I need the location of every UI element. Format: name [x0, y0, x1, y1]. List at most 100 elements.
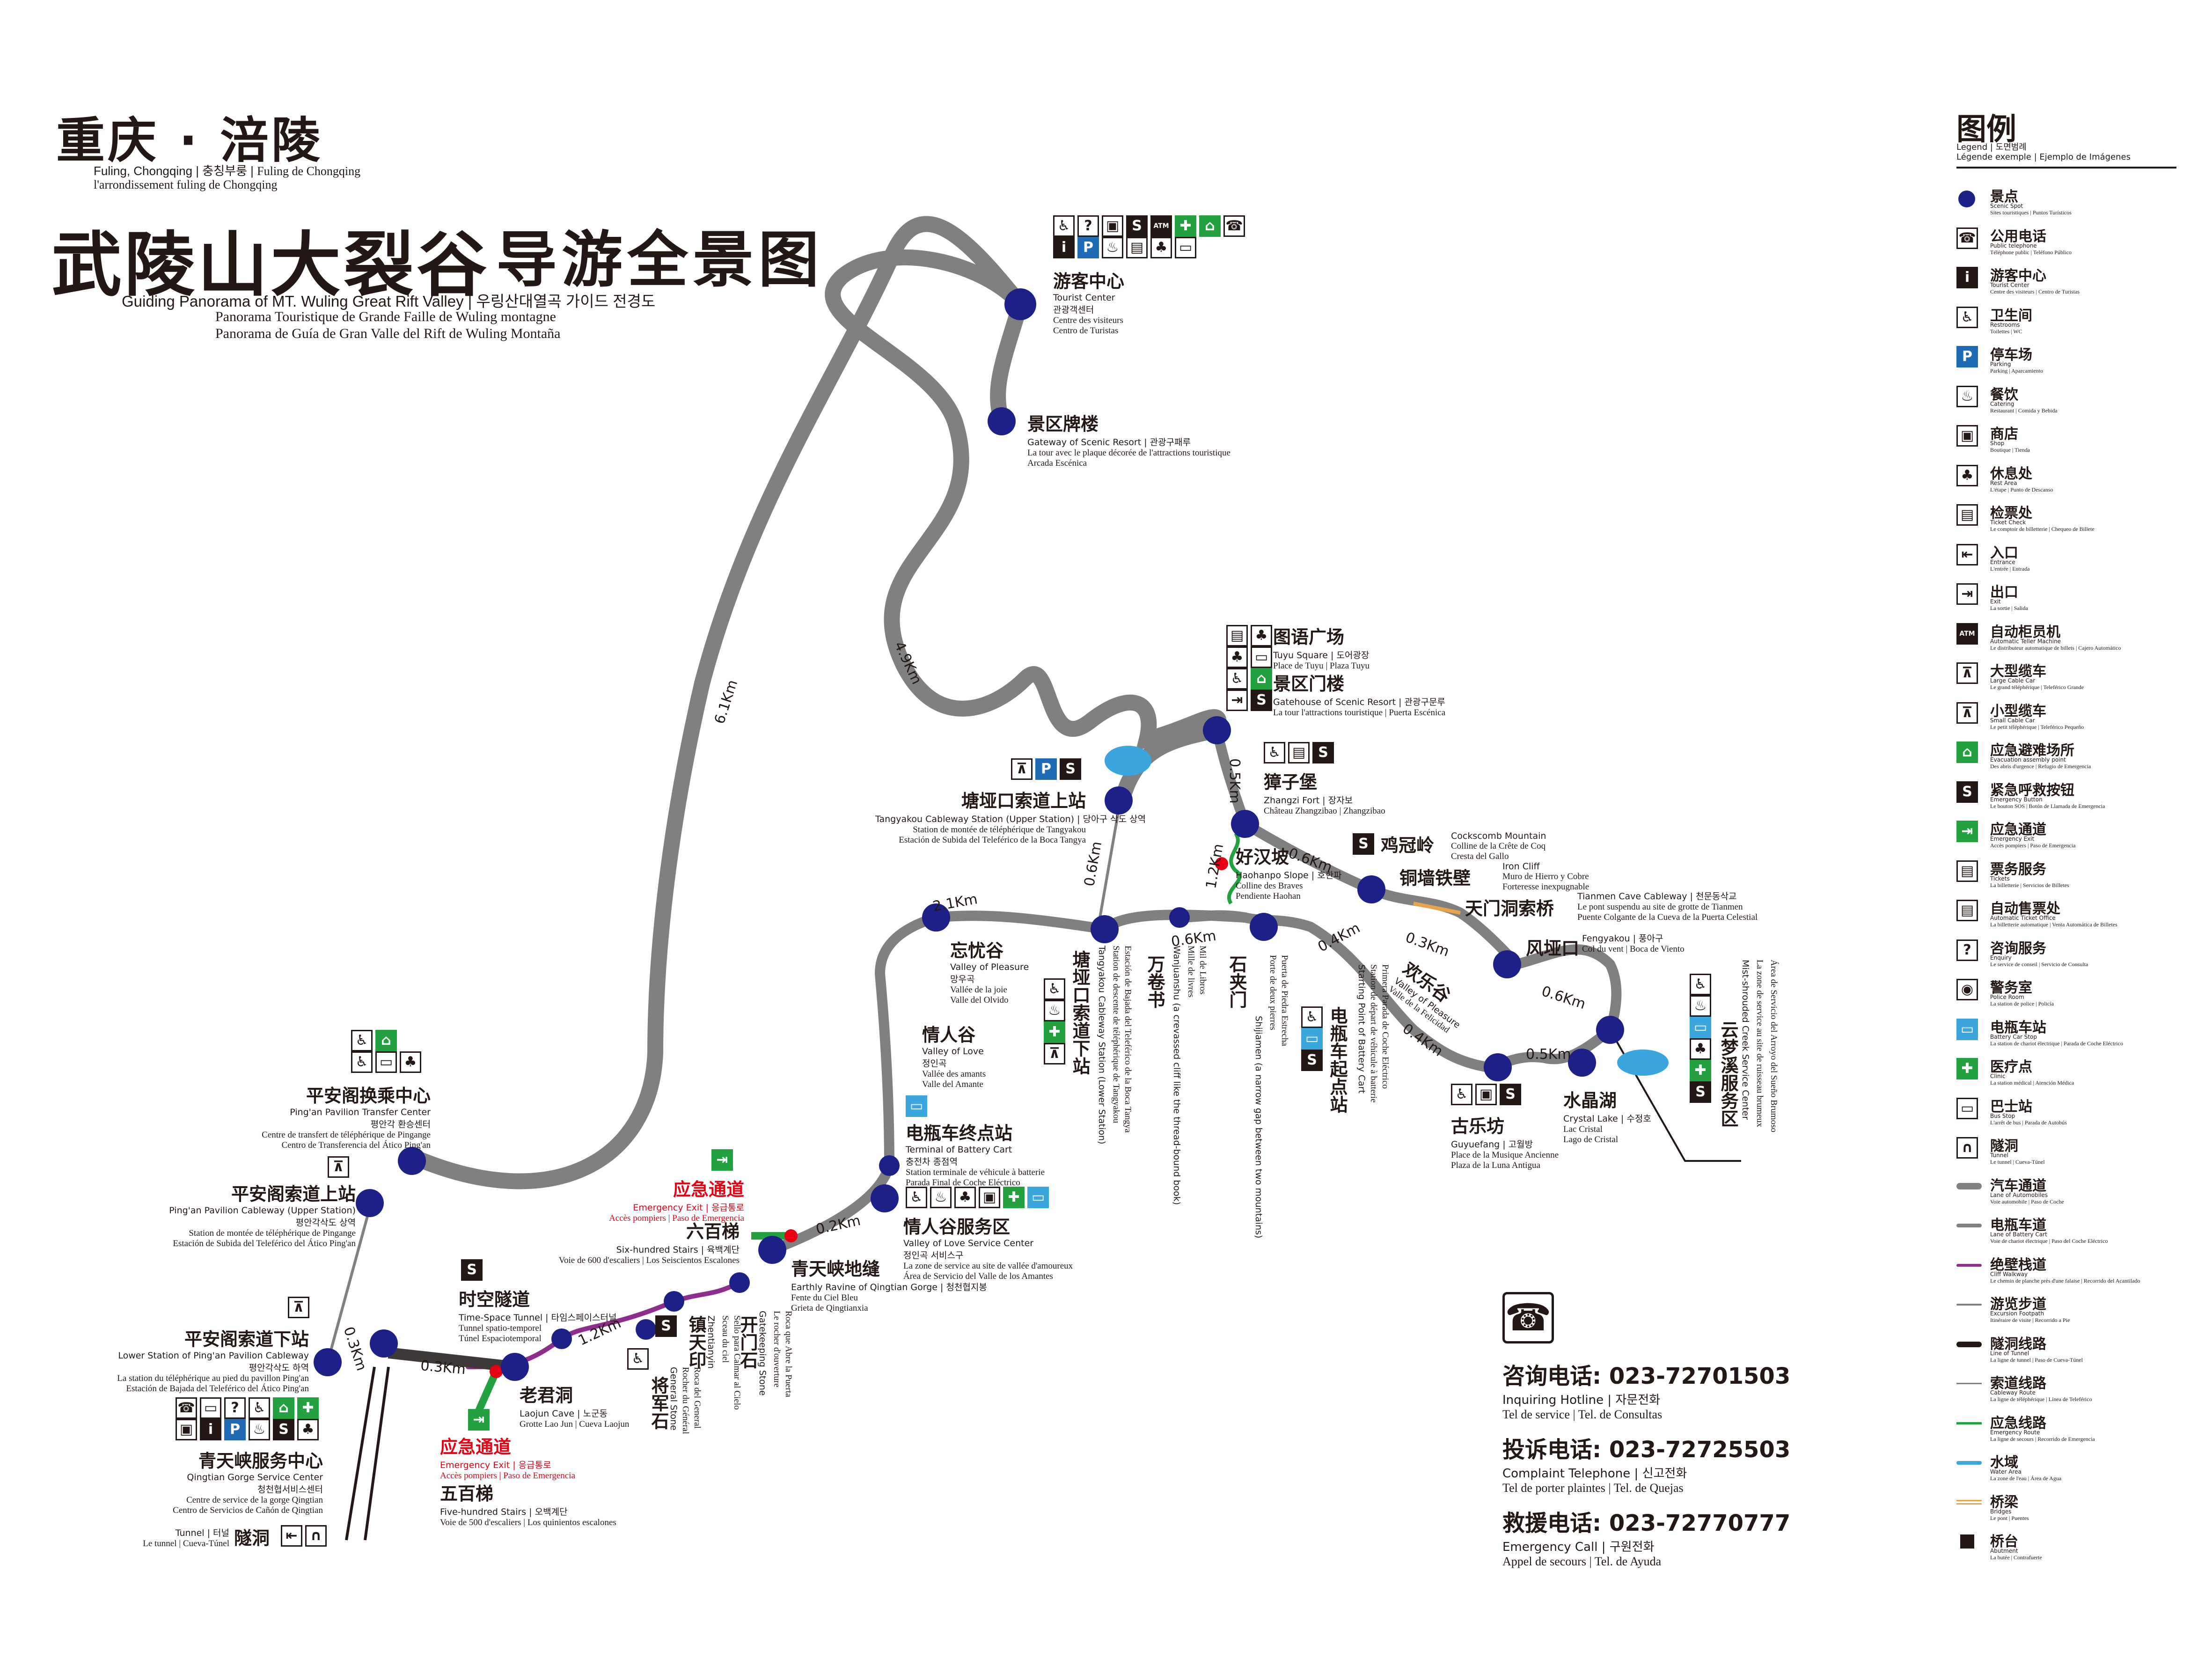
exit-icon: ⇥ — [711, 1149, 733, 1171]
label-tangyakou-lower-en: Tangyakou Cableway Station (Lower Statio… — [1097, 946, 1107, 1145]
spot-zhangzi[interactable] — [1231, 810, 1259, 838]
tunnel-line — [388, 1347, 516, 1373]
catering-icon: ♨ — [1690, 995, 1711, 1017]
label-wanjuan-fr: Mille de livres — [1186, 946, 1196, 998]
spot-battery-terminal[interactable] — [879, 1155, 900, 1176]
ticket-check-icon: ▤ — [1956, 504, 1978, 526]
guyue-facilities: ♿▣S — [1451, 1084, 1524, 1105]
legend-divider — [1956, 167, 2176, 169]
pingan-lower-facility: ⊼ — [288, 1297, 312, 1318]
spot-wangyou[interactable] — [922, 903, 950, 932]
spot-yunmeng[interactable] — [1596, 1016, 1624, 1044]
label-qingren-service: 情人谷服务区 Valley of Love Service Center 정인곡… — [903, 1217, 1073, 1281]
legend-label: 游客中心 — [1990, 268, 2046, 284]
spot-pingan-lower[interactable] — [314, 1348, 342, 1376]
shop-icon: ▣ — [1475, 1084, 1497, 1105]
label-qingren: 情人谷 Valley of Love 정인곡 Vallée des amants… — [922, 1025, 986, 1089]
jiguan-facility: S — [1353, 833, 1377, 855]
legend-subtitle: Legend | 도면범례 — [1956, 142, 2027, 152]
spot-shikong[interactable] — [501, 1353, 529, 1381]
legend-label: 自动售票处 — [1990, 901, 2060, 917]
restroom-icon: ♿ — [627, 1348, 649, 1370]
spot-jiguan[interactable] — [1357, 875, 1385, 903]
restroom-icon: ♿ — [249, 1397, 270, 1419]
legend-label: 咨询服务 — [1990, 940, 2046, 957]
label-tourist-center: 游客中心 Tourist Center 관광객센터 Centre des vis… — [1053, 271, 1125, 336]
spot-wanjuan[interactable] — [1169, 907, 1190, 928]
clinic-icon: ✚ — [1044, 1021, 1065, 1043]
legend-label: 桥梁 — [1990, 1494, 2018, 1511]
restroom-icon: ♿ — [1301, 1006, 1323, 1028]
liubaiti-facility: ⇥ — [711, 1149, 736, 1171]
spot-tangyakou-lower[interactable] — [1091, 915, 1119, 943]
spot-fengyakou[interactable] — [1493, 950, 1521, 978]
label-zhentian-fr: Sceau du ciel — [720, 1315, 730, 1363]
spot-shuijing[interactable] — [1568, 1049, 1596, 1077]
spot-kaimen[interactable] — [729, 1272, 750, 1293]
main-title-script: 武陵山大裂谷 — [51, 224, 490, 306]
spot-qingtian-ravine[interactable] — [758, 1236, 786, 1264]
restroom-icon: ♿ — [1053, 215, 1075, 237]
label-shijia: 石夹门 — [1226, 955, 1247, 1008]
spot-qingtian-service[interactable] — [370, 1329, 398, 1358]
label-wanjuan-en: Wanjuanshu (a crevassed cliff like the t… — [1172, 946, 1182, 1205]
legend-label: 检票处 — [1990, 505, 2032, 521]
cableway-pingan-arrow2 — [364, 1366, 390, 1541]
abutment-icon — [1960, 1534, 1974, 1549]
catering-icon: ♨ — [930, 1187, 952, 1208]
spot-tangyakou-upper[interactable] — [1105, 786, 1133, 815]
label-battery-start-es: Primera Parada de Coche Eléctrico — [1380, 964, 1390, 1089]
label-jiangjun-en: General Stone — [668, 1367, 679, 1431]
legend-label: 警务室 — [1990, 980, 2032, 996]
label-tunnel: 隧洞 — [234, 1528, 270, 1549]
exit-icon: ⇥ — [1956, 583, 1978, 605]
tunnel-icon: ∩ — [1956, 1137, 1978, 1159]
label-shikong: 时空隧道 Time-Space Tunnel | 타임스페이스터널 Tunnel… — [459, 1289, 617, 1343]
legend-label: 医疗点 — [1990, 1059, 2032, 1075]
spot-qingren-service[interactable] — [871, 1184, 899, 1212]
main-title-es: Panorama de Guía de Gran Valle del Rift … — [215, 326, 561, 341]
spot-gatehouse[interactable] — [1203, 716, 1231, 744]
label-tangyakou-lower-es: Estación de Bajada del Teleférico de la … — [1123, 946, 1133, 1133]
spot-gateway[interactable] — [988, 407, 1016, 435]
automobile-lane-icon — [1956, 1182, 1982, 1189]
spot-jiangjun[interactable] — [636, 1319, 656, 1340]
ticket-check-icon: ▤ — [1226, 625, 1248, 646]
battery-car-icon: ▭ — [1027, 1187, 1049, 1208]
sos-button-icon: S — [1500, 1084, 1521, 1105]
distance-9: 0.5Km — [1526, 1046, 1571, 1063]
spot-pingan-transfer[interactable] — [398, 1147, 426, 1175]
legend-label: 电瓶车站 — [1990, 1019, 2046, 1036]
wubaiti-facility: ⇥ — [468, 1409, 492, 1431]
sos-button-icon: S — [1690, 1081, 1711, 1103]
spot-zhentian[interactable] — [664, 1291, 684, 1312]
label-battery-start: 电瓶车起点站 — [1327, 1006, 1348, 1113]
legend-label: 小型缆车 — [1990, 703, 2046, 719]
spot-pingan-upper[interactable] — [356, 1189, 384, 1217]
tangyakou-lower-facilities: ♿ ♨ ✚ ⊼ — [1044, 978, 1068, 1064]
shop-icon: ▣ — [1102, 215, 1123, 237]
evacuation-icon: ⌂ — [1956, 741, 1978, 763]
battery-lane-icon — [1956, 1224, 1982, 1227]
legend-label: 隧洞线路 — [1990, 1336, 2046, 1352]
legend-label: 景点 — [1990, 189, 2018, 205]
legend-title: 图例 — [1956, 112, 2016, 147]
restroom-icon: ♿ — [351, 1030, 373, 1051]
sos-button-icon: S — [273, 1419, 294, 1440]
spot-battery-start[interactable] — [1250, 913, 1278, 941]
spot-guyue[interactable] — [1484, 1053, 1512, 1081]
spot-laojun[interactable] — [551, 1329, 572, 1349]
spot-tourist-center[interactable] — [1004, 288, 1036, 320]
enquiry-icon: ? — [1956, 939, 1978, 961]
legend-label: 紧急呼救按钮 — [1990, 782, 2074, 799]
red-point-2 — [784, 1229, 798, 1242]
phone-icon: ☎ — [1956, 227, 1978, 249]
tunnel-line-icon — [1956, 1341, 1982, 1347]
label-haohan: 好汉坡 Haohanpo Slope | 호한파 Colline des Bra… — [1236, 847, 1342, 901]
